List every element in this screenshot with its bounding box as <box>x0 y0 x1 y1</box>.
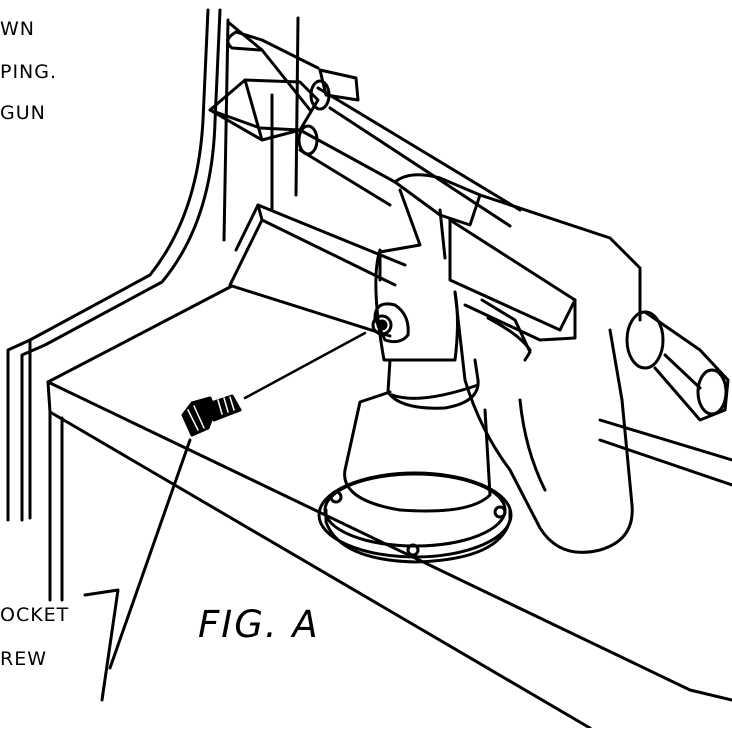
figure-caption: FIG. A <box>198 603 320 646</box>
spray-gun <box>374 173 642 554</box>
instruction-text-line-2: PING. <box>0 61 58 83</box>
support-rods <box>297 79 522 228</box>
gun-hanger-bracket <box>208 30 360 142</box>
callout-leader <box>83 438 192 702</box>
swivel-knob <box>371 302 410 344</box>
callout-label-line-2: REW <box>0 648 47 670</box>
instruction-text-line-3: GUN <box>0 102 46 124</box>
cabinet-back-panel <box>226 16 407 287</box>
assembly-leader-line <box>243 331 367 400</box>
pedestal-base <box>317 358 513 564</box>
spray-gun-nozzle <box>625 310 730 422</box>
bench-top <box>46 284 732 730</box>
callout-label-line-1: OCKET <box>0 604 70 626</box>
socket-screw <box>181 394 242 437</box>
cabinet-side-wall <box>6 8 230 522</box>
instruction-text-line-1: WN <box>0 18 35 40</box>
